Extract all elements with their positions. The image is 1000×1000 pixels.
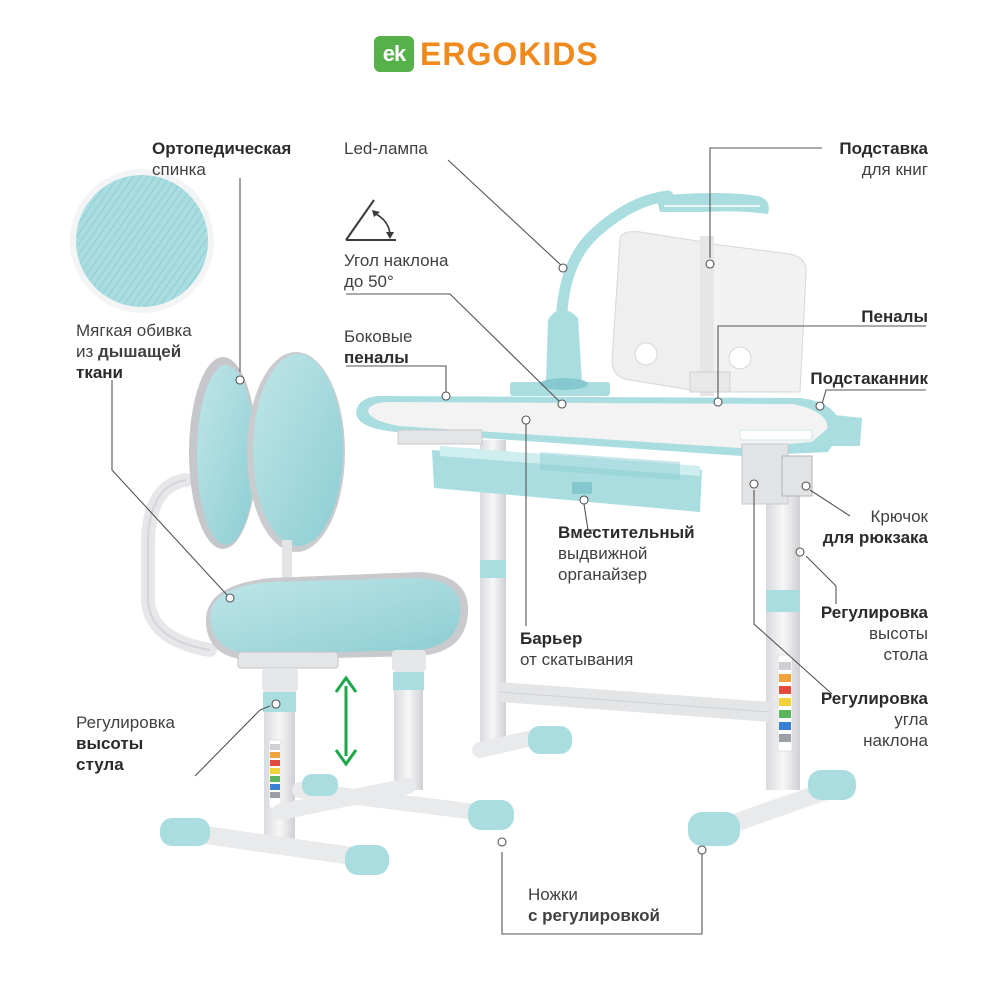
label-chair-height: Регулировка высоты стула [76,713,175,774]
label-table-height: Регулировка высоты стола [820,603,928,664]
label-barrier: Барьер от скатывания [520,629,634,669]
led-lamp [540,190,769,390]
label-side-pencils: Боковые пеналы [344,327,413,367]
label-soft-fabric: Мягкая обивка из дышащей ткани [76,321,192,382]
label-legs: Ножки с регулировкой [528,885,660,925]
book-stand [611,231,807,396]
tilt-angle-icon [345,199,396,241]
chair-height-scale [268,739,282,809]
label-tilt-adjust: Регулировка угла наклона [820,689,928,750]
label-organizer: Вместительный выдвижной органайзер [558,523,695,584]
height-arrow-icon [334,675,358,767]
logo-text: ERGOKIDS [420,35,599,72]
logo-badge: ek [374,36,414,72]
leader-lines [111,147,926,935]
chair [141,352,514,875]
label-book-stand: Подставка для книг [839,139,928,179]
label-tilt-angle: Угол наклона до 50° [344,251,449,291]
brand-logo: ek ERGOKIDS [374,34,599,74]
label-ortho-back: Ортопедическая спинка [152,139,292,179]
label-pencils: Пеналы [861,307,928,326]
label-led-lamp: Led-лампа [344,139,428,158]
fabric-swatch [70,169,214,313]
desk-height-scale [777,654,793,752]
desk [356,382,862,846]
label-cup-holder: Подстаканник [810,369,928,388]
label-backpack-hook: Крючок для рюкзака [822,507,928,547]
